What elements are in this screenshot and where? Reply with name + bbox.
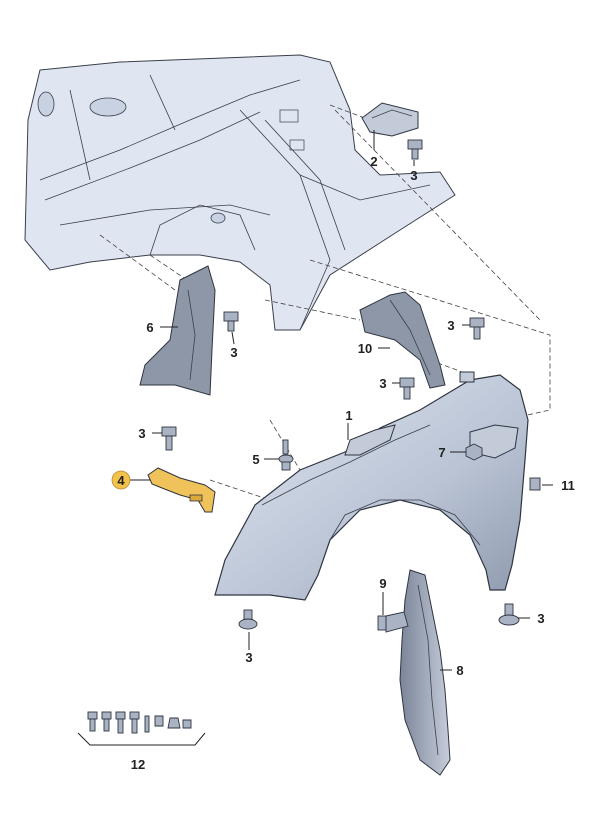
leader-lines bbox=[130, 130, 553, 671]
highlighted-part-4-badge: 4 bbox=[111, 470, 131, 490]
vehicle-body-shell bbox=[24, 54, 456, 331]
label-part-4: 4 bbox=[117, 473, 125, 488]
nut-icon bbox=[465, 443, 483, 461]
label-part-12: 12 bbox=[131, 757, 145, 772]
part-8-wheel-arch-liner bbox=[399, 569, 451, 776]
bolt-icon bbox=[498, 603, 520, 626]
label-part-3: 3 bbox=[410, 168, 417, 183]
label-part-5: 5 bbox=[252, 452, 259, 467]
part-6-mudguard-bracket bbox=[139, 265, 216, 396]
rivet-icon bbox=[278, 439, 294, 471]
bolt-icon bbox=[238, 609, 258, 630]
label-part-10: 10 bbox=[358, 341, 372, 356]
label-part-1: 1 bbox=[345, 408, 352, 423]
label-part-8: 8 bbox=[456, 663, 463, 678]
label-part-3: 3 bbox=[245, 650, 252, 665]
label-part-3: 3 bbox=[537, 611, 544, 626]
label-part-7: 7 bbox=[438, 445, 445, 460]
part-1-front-fender bbox=[214, 371, 529, 601]
label-part-2: 2 bbox=[370, 154, 377, 169]
label-part-3: 3 bbox=[447, 318, 454, 333]
bolt-icon bbox=[223, 311, 239, 332]
label-part-9: 9 bbox=[379, 576, 386, 591]
part-2-bracket bbox=[361, 102, 419, 137]
label-part-3: 3 bbox=[230, 345, 237, 360]
label-part-11: 11 bbox=[561, 478, 575, 493]
expansion-clip-icon bbox=[377, 611, 409, 633]
label-part-3: 3 bbox=[379, 376, 386, 391]
bolt-icon bbox=[161, 426, 177, 451]
part-labels: 2 3 6 3 3 10 3 1 3 5 7 11 9 3 3 8 12 bbox=[131, 154, 575, 772]
part-10-seal-block bbox=[359, 291, 446, 389]
bolt-icon bbox=[399, 377, 415, 400]
clip-icon bbox=[529, 477, 541, 491]
label-part-6: 6 bbox=[146, 320, 153, 335]
bolt-icon bbox=[469, 317, 485, 340]
fastener-bolts bbox=[161, 139, 541, 633]
bolt-icon bbox=[407, 139, 423, 160]
part-12-fastener-assortment bbox=[77, 711, 206, 746]
part-4-fender-support-bracket bbox=[147, 467, 216, 513]
label-part-3: 3 bbox=[138, 426, 145, 441]
